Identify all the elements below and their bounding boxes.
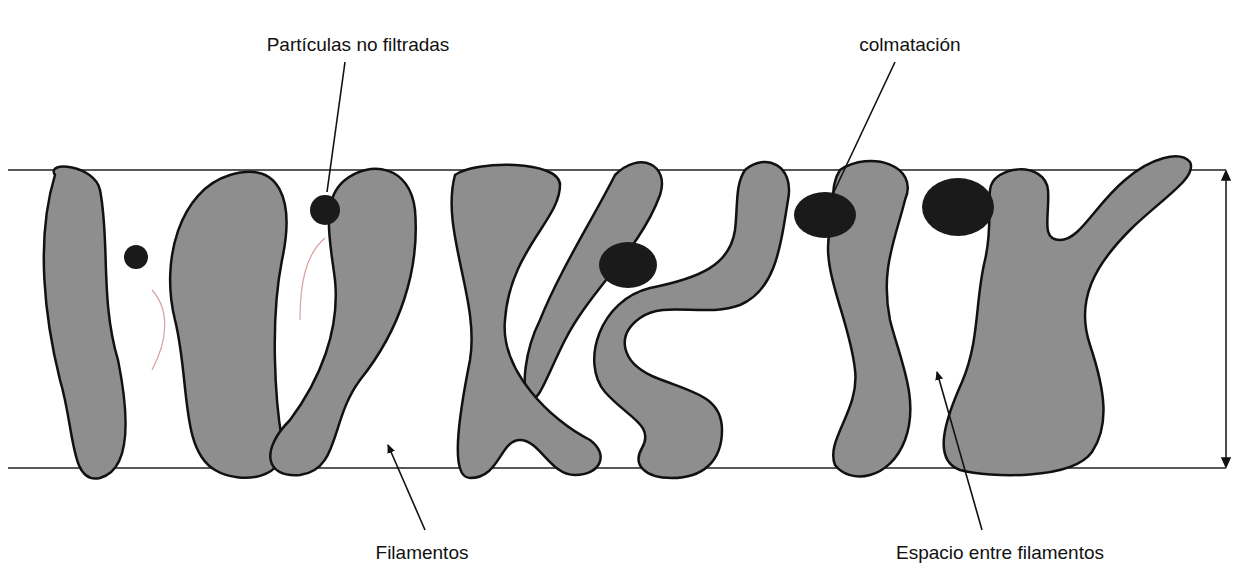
flow-traces	[152, 238, 325, 370]
filament	[170, 172, 286, 478]
callout-label: Partículas no filtradas	[264, 34, 453, 56]
thickness-dimension	[1222, 171, 1230, 467]
particle	[310, 195, 340, 225]
filament	[594, 162, 789, 478]
particles	[124, 178, 994, 288]
particle	[599, 242, 657, 288]
callout-label: colmatación	[856, 34, 963, 56]
particle	[922, 178, 994, 236]
filament	[44, 167, 126, 479]
particle	[124, 245, 148, 269]
callout-label: Espacio entre filamentos	[893, 542, 1107, 564]
leader-lines	[327, 62, 982, 530]
callout-label: Filamentos	[373, 542, 472, 564]
filament	[270, 169, 415, 475]
filament	[452, 165, 601, 478]
filaments	[44, 156, 1191, 478]
particle	[794, 192, 856, 238]
